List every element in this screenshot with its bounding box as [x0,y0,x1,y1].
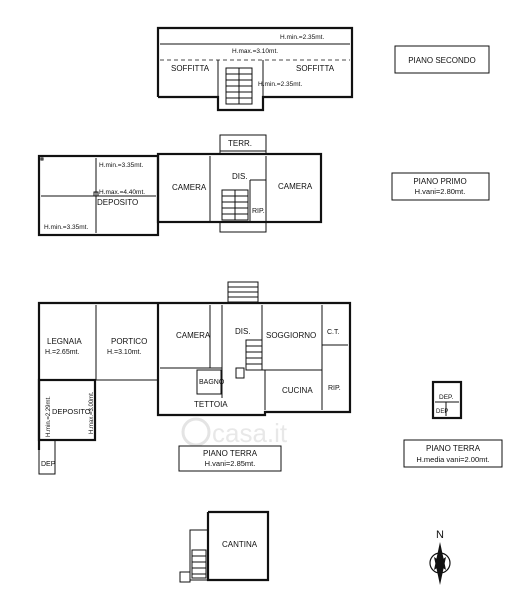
ground-room-legnaia: LEGNAIA [47,337,82,346]
first-floor-sublabel: H.vani=2.80mt. [415,187,466,196]
second-floor-label-box [394,45,490,74]
ground-annex-label: PIANO TERRA [426,444,481,453]
second-hmin-right: H.min.=2.35mt. [258,81,302,88]
second-hmin-top: H.min.=2.35mt. [280,34,324,41]
ground-deposito-hmax: H.max.=3.00mt. [89,391,95,434]
first-floor-label: PIANO PRIMO [413,177,466,186]
first-room-rip: RIP. [252,208,265,215]
ground-room-ct: C.T. [327,329,340,336]
watermark-text: casa.it [212,418,288,448]
ground-room-rip: RIP. [328,385,341,392]
ground-room-portico: PORTICO [111,337,147,346]
ground-floor-label-box [178,445,282,472]
first-hmax: H.max.=4.40mt. [99,189,145,196]
second-floor-plan [156,26,354,112]
first-hmin-bottom: H.min.=3.35mt. [44,224,88,231]
ground-room-dep: DEP [41,461,56,468]
watermark: casa.it [181,417,288,448]
first-room-terr: TERR. [228,139,252,148]
ground-room-cucina: CUCINA [282,386,313,395]
compass-north-label: N [436,529,444,541]
watermark-logo-icon [181,417,211,447]
ground-room-deposito: DEPOSITO [52,407,91,416]
cellar-plan [179,510,270,583]
ground-floor-plan [37,281,352,475]
ground-portico-height: H.=3.10mt. [107,349,141,356]
ground-legnaia-height: H.=2.65mt. [45,349,79,356]
first-room-camera-left: CAMERA [172,183,207,192]
second-floor-label: PIANO SECONDO [408,56,476,65]
ground-room-soggiorno: SOGGIORNO [266,331,316,340]
ground-annex-plan [431,380,463,420]
annex-room-dep1: DEP. [439,394,454,401]
ground-annex-label-box [403,439,503,468]
ground-floor-label: PIANO TERRA [203,449,258,458]
ground-room-camera: CAMERA [176,331,211,340]
ground-floor-sublabel: H.vani=2.85mt. [205,459,256,468]
first-hmin-top: H.min.=3.35mt. [99,162,143,169]
ground-annex-sublabel: H.media vani=2.00mt. [416,455,489,464]
second-room-soffitta-left: SOFFITTA [171,64,210,73]
annex-room-dep2: DEP [436,409,448,415]
ground-room-dis: DIS. [235,327,251,336]
first-room-camera-right: CAMERA [278,182,313,191]
second-hmax: H.max.=3.10mt. [232,48,278,55]
ground-room-tettoia: TETTOIA [194,400,228,409]
first-room-dis: DIS. [232,172,248,181]
second-room-soffitta-right: SOFFITTA [296,64,335,73]
first-floor-plan [37,134,323,237]
first-floor-label-box [391,172,490,201]
first-room-deposito: DEPOSITO [97,198,138,207]
ground-deposito-hmin: H.min.=2.29mt. [46,396,52,437]
ground-room-bagno: BAGNO [199,379,225,386]
cellar-room-cantina: CANTINA [222,540,258,549]
north-arrow-icon [429,542,451,585]
